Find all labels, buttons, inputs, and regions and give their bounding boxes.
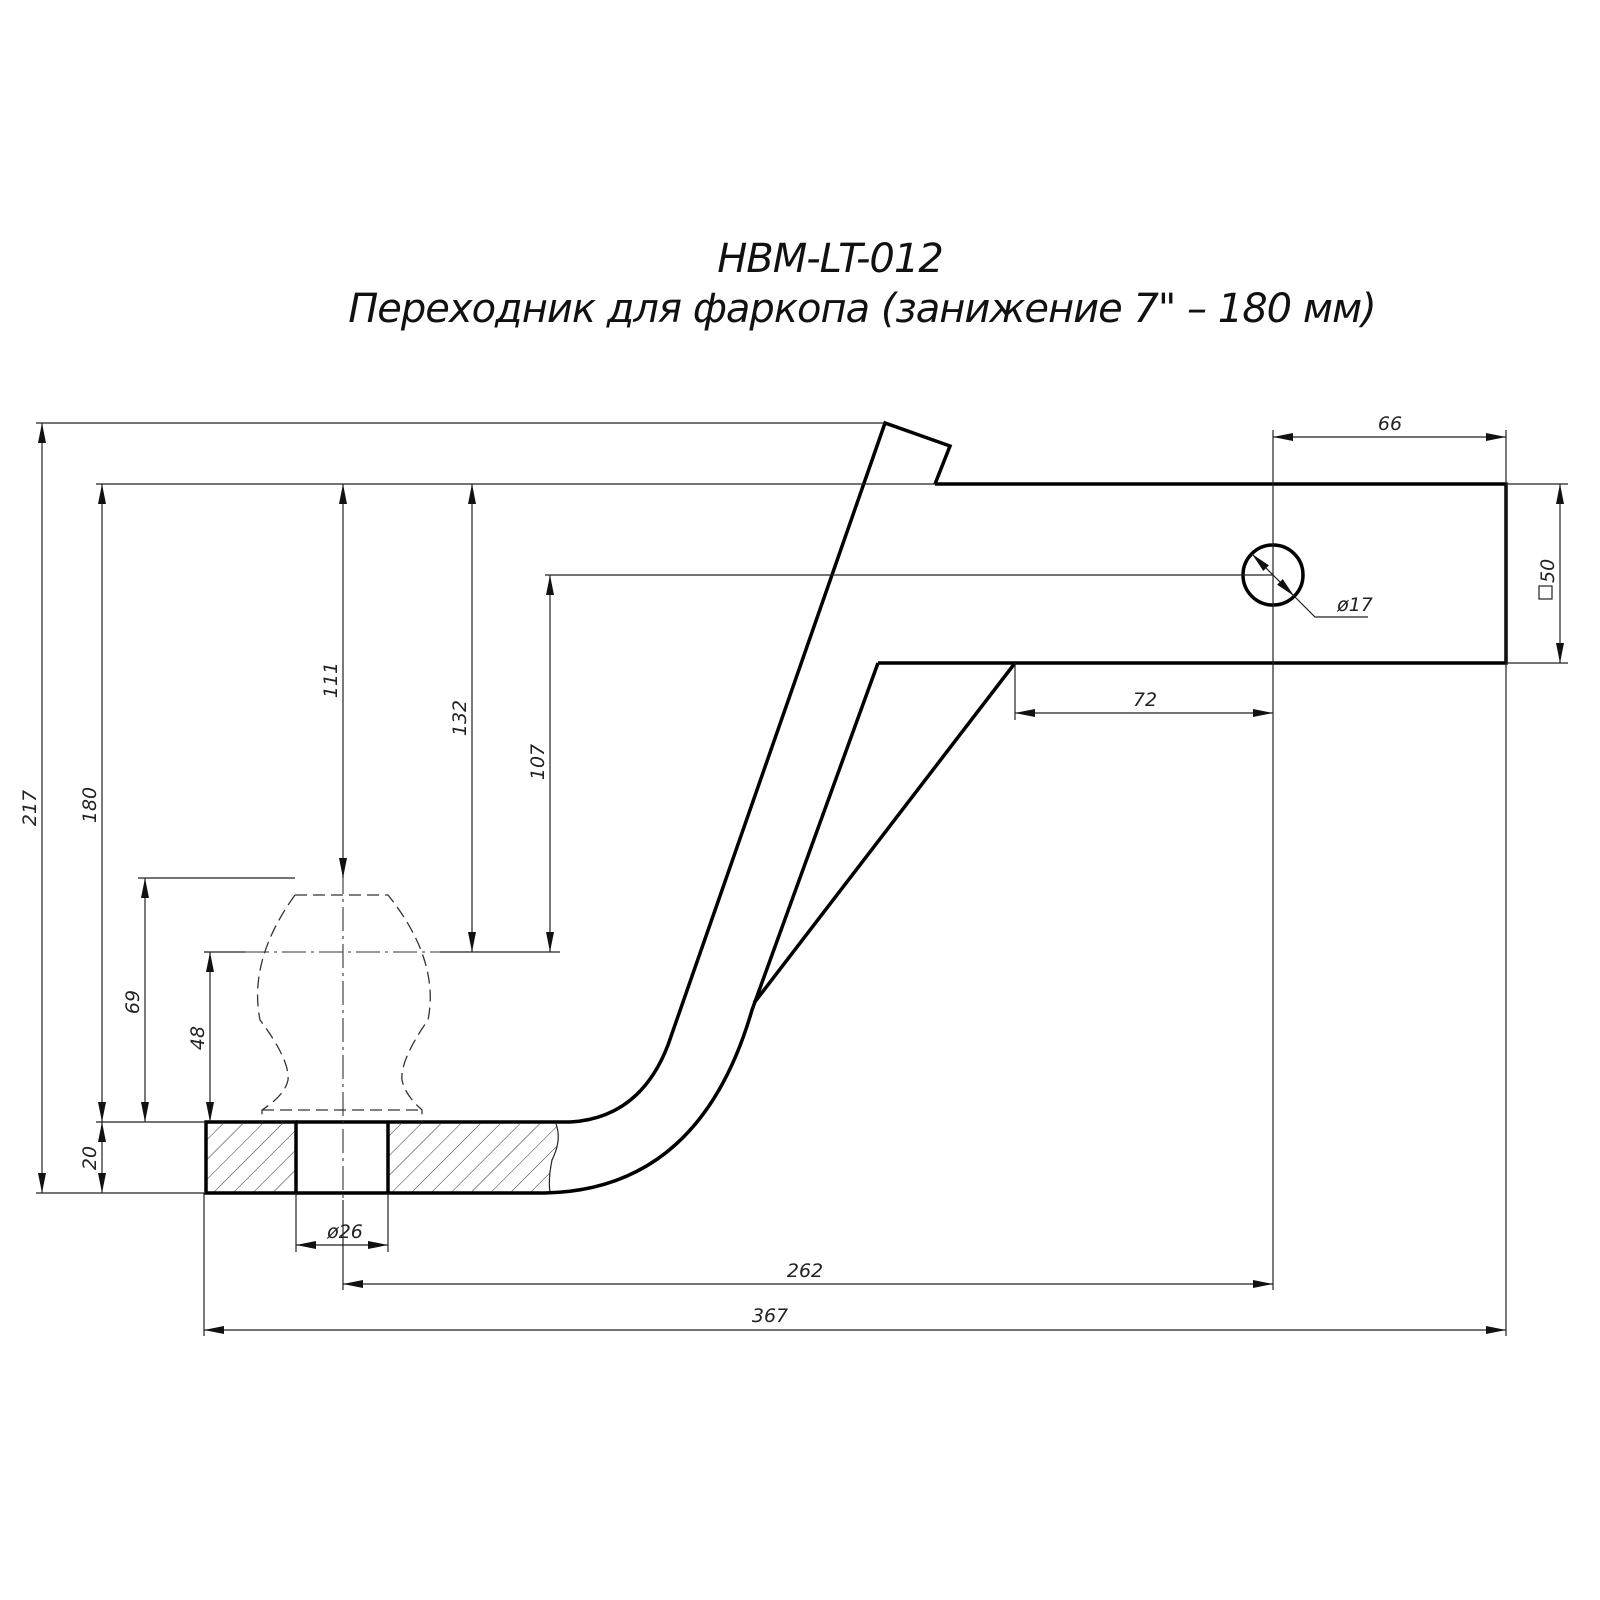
square-section-icon [1538, 585, 1553, 600]
hitch-adapter-outline [204, 420, 1508, 1195]
break-line [548, 1123, 559, 1193]
dim-gusset-offset: 72 [1133, 689, 1157, 711]
arm-lower-edge [388, 662, 880, 1195]
plate-section-hatch-left [206, 1124, 296, 1192]
arm-upper-edge [296, 420, 953, 1124]
dim-tube-section: 50 [1537, 559, 1559, 600]
dim-drop-height: 180 [79, 787, 101, 823]
ball-hole [296, 1122, 390, 1195]
dim-ball-center-height: 48 [187, 1026, 209, 1050]
dim-107: 107 [527, 744, 549, 780]
gusset [752, 661, 1017, 1005]
part-number: HBM-LT-012 [717, 236, 943, 282]
tow-ball-phantom [256, 894, 431, 1122]
receiver-tube [878, 482, 1508, 665]
dim-plate-thickness: 20 [79, 1146, 101, 1170]
extension-lines [36, 422, 1568, 1336]
dim-overall-height: 217 [19, 790, 41, 826]
plate-section-hatch-right [388, 1124, 559, 1192]
part-description: Переходник для фаркопа (занижение 7" – 1… [348, 286, 1376, 332]
dim-overall-length: 367 [752, 1305, 788, 1327]
dim-111: 111 [320, 662, 342, 698]
dim-ball-hole: ø26 [326, 1221, 363, 1243]
dim-pin-hole: ø17 [1336, 594, 1373, 616]
dim-132: 132 [449, 700, 471, 736]
dim-ball-to-pin: 262 [787, 1260, 823, 1282]
dimension-lines [38, 423, 1564, 1334]
dim-ball-height: 69 [122, 990, 144, 1014]
dim-tube-section-value: 50 [1537, 559, 1559, 583]
dim-tube-end-length: 66 [1378, 413, 1402, 435]
